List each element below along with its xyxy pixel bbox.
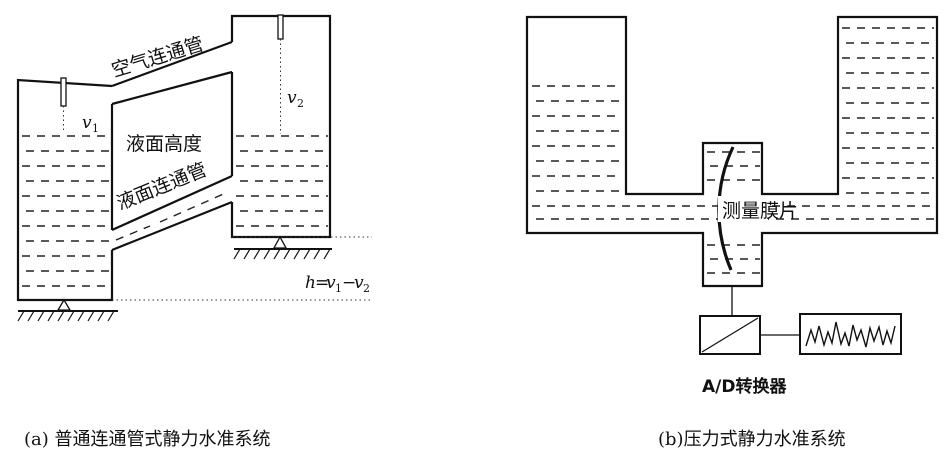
pressure-tank [525, 15, 939, 288]
support-left [17, 298, 118, 322]
signal-waveform [805, 321, 896, 348]
diagram-a: 空气连通管 液面高度 液面连通管 v 1 v 2 h = v 1 − v 2 (… [16, 14, 372, 450]
svg-text:v: v [82, 113, 92, 133]
air-connecting-pipe [111, 40, 233, 106]
svg-text:−: − [342, 273, 356, 293]
water-right-vessel [236, 135, 328, 227]
water-liquid-pipe [115, 191, 229, 241]
svg-text:2: 2 [363, 282, 370, 295]
liquid-level-label: 液面高度 [126, 133, 202, 155]
ad-converter-box [699, 315, 761, 355]
left-vessel [16, 78, 114, 302]
height-formula: h = v 1 − v 2 [305, 273, 370, 295]
svg-text:1: 1 [92, 122, 99, 135]
caption-a: (a) 普通连通管式静力水准系统 [24, 429, 271, 450]
v1-label: v 1 [82, 113, 99, 135]
air-pipe-label: 空气连通管 [109, 33, 206, 82]
diagram-b: 测量膜片 A/D转换器 (b)压力式静力水准系统 [525, 15, 939, 450]
water-right-column [842, 27, 934, 194]
svg-text:2: 2 [297, 97, 304, 110]
converter-label: A/D转换器 [702, 376, 787, 397]
v2-label: v 2 [287, 88, 304, 110]
svg-text:v: v [287, 88, 297, 108]
water-left-column [532, 85, 622, 192]
liquid-pipe-label: 液面连通管 [114, 159, 210, 215]
signal-display [799, 313, 902, 355]
svg-text:v: v [354, 273, 364, 293]
probe-v2 [277, 14, 284, 134]
support-right [233, 235, 332, 260]
svg-text:=: = [315, 273, 329, 293]
svg-text:v: v [326, 273, 336, 293]
probe-v1 [60, 77, 67, 132]
level-lines [112, 236, 372, 301]
water-left-vessel [22, 135, 110, 287]
caption-b: (b)压力式静力水准系统 [658, 429, 846, 450]
membrane-label: 测量膜片 [722, 200, 798, 222]
svg-text:1: 1 [335, 282, 342, 295]
liquid-connecting-pipe [111, 174, 233, 252]
svg-text:h: h [305, 273, 316, 293]
right-vessel [230, 14, 332, 239]
